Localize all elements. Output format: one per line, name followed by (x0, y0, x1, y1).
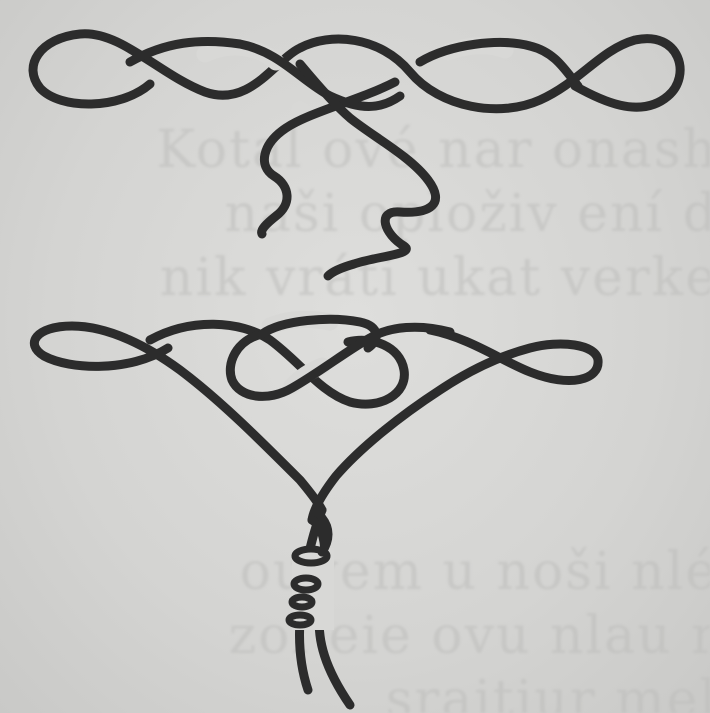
bottom-knot-figure (34, 319, 598, 705)
top-knot-figure (33, 34, 680, 276)
bottom-right-loop (312, 330, 598, 520)
bottom-left-loop (34, 326, 322, 510)
